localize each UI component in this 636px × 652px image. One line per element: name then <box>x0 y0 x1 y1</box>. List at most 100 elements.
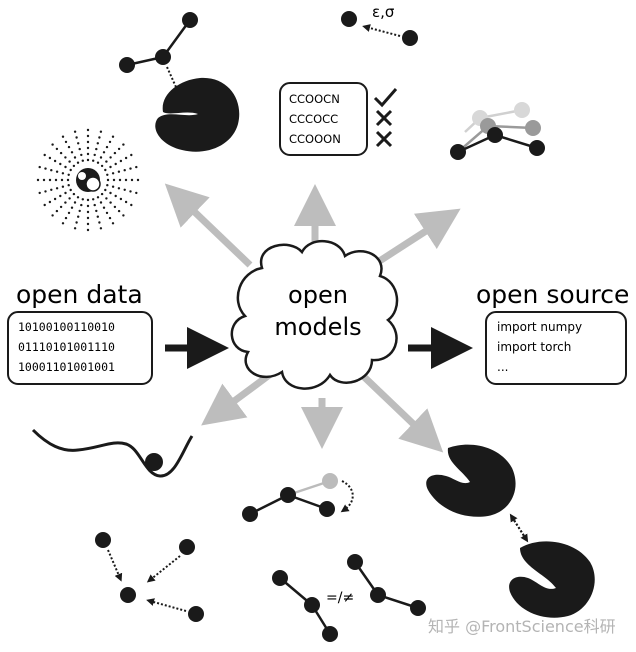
density-dot <box>61 172 65 175</box>
density-dot <box>86 228 90 232</box>
density-dot <box>86 140 90 144</box>
density-dot <box>48 200 52 204</box>
density-dot <box>67 184 70 187</box>
density-dot <box>109 156 112 159</box>
density-dot <box>67 173 70 176</box>
density-dot <box>129 167 132 170</box>
density-dot <box>113 151 117 155</box>
protein-shape <box>155 77 240 152</box>
density-dot <box>48 178 52 182</box>
density-dot <box>122 143 125 146</box>
density-dot <box>111 172 115 175</box>
density-dot <box>75 221 78 224</box>
code-line-3: ... <box>497 360 508 374</box>
density-dot <box>44 167 47 170</box>
density-dot <box>68 197 71 200</box>
density-dot <box>119 197 123 201</box>
arrow-down-right <box>357 370 444 453</box>
arrow-down-left <box>201 370 275 426</box>
density-dot <box>123 188 126 191</box>
density-dot <box>104 168 107 172</box>
density-dot <box>124 156 128 160</box>
density-dot <box>76 161 80 164</box>
density-dot <box>117 170 121 173</box>
density-dot <box>106 184 109 187</box>
density-dot <box>98 136 101 139</box>
density-dot <box>117 187 121 190</box>
binary-line-2: 01110101001110 <box>18 340 115 354</box>
smiles-1: CCOOCN <box>289 92 340 106</box>
density-dot <box>100 164 104 168</box>
density-dot <box>105 197 108 200</box>
density-dot <box>111 222 115 225</box>
smiles-3: CCOOON <box>289 132 341 146</box>
arrow-up-left <box>164 183 253 268</box>
density-dot <box>108 140 112 144</box>
density-dot <box>59 205 63 209</box>
ligand-docking-icon <box>119 12 240 152</box>
density-dot <box>36 178 40 182</box>
density-dot <box>106 178 110 182</box>
density-dot <box>55 170 59 173</box>
density-dot <box>92 159 95 162</box>
density-dot <box>119 159 123 163</box>
atom-merge-icon <box>95 532 204 622</box>
density-dot <box>51 214 54 217</box>
density-dot <box>86 204 90 208</box>
density-dot <box>86 158 90 162</box>
protein-shape-top <box>426 444 516 517</box>
cloud-label-line1: open <box>288 281 348 309</box>
density-dot <box>68 160 71 163</box>
density-dot <box>61 135 65 138</box>
arrow-up-right <box>376 208 461 265</box>
density-dot <box>136 178 140 182</box>
density-dot <box>53 197 57 201</box>
energy-landscape-icon <box>31 428 194 478</box>
density-dot <box>72 192 76 196</box>
density-dot <box>64 216 68 220</box>
density-dot <box>98 221 101 224</box>
density-dot <box>105 160 108 163</box>
density-dot <box>104 188 107 192</box>
density-dot <box>73 156 77 159</box>
protein-shape-bottom <box>509 541 595 618</box>
density-dot <box>86 128 90 132</box>
density-dot <box>105 145 109 149</box>
density-dot <box>95 147 98 151</box>
binary-line-1: 10100100110010 <box>18 320 115 334</box>
density-dot <box>64 156 67 159</box>
density-dot <box>130 153 133 157</box>
density-dot <box>93 153 96 157</box>
density-dot <box>38 165 41 169</box>
density-dot <box>96 215 100 218</box>
density-dot <box>96 196 100 199</box>
density-dot <box>92 198 95 201</box>
density-dot <box>69 168 72 172</box>
density-dot <box>122 214 125 217</box>
cross-icon <box>375 130 393 148</box>
density-dot <box>118 178 122 182</box>
electron-density-icon <box>36 128 140 232</box>
density-dot <box>42 178 46 182</box>
density-dot <box>66 178 70 182</box>
epsilon-sigma-label: ε,σ <box>372 3 395 21</box>
density-dot <box>135 191 138 195</box>
density-dot <box>86 146 90 150</box>
density-dot <box>95 209 98 213</box>
density-dot <box>102 206 106 209</box>
density-dot <box>109 165 112 169</box>
density-dot <box>55 209 59 213</box>
density-dot <box>111 135 115 138</box>
density-dot <box>123 169 126 172</box>
density-dot <box>51 143 54 146</box>
density-dot <box>38 191 41 195</box>
parameter-icon: ε,σ <box>341 3 418 46</box>
density-dot <box>86 198 90 202</box>
open-data-title: open data <box>16 280 143 309</box>
density-dot <box>108 216 112 220</box>
density-dot <box>60 178 64 182</box>
density-dot <box>112 178 116 182</box>
density-dot <box>78 147 81 151</box>
protein-interaction-icon <box>426 444 595 618</box>
density-dot <box>80 203 83 207</box>
